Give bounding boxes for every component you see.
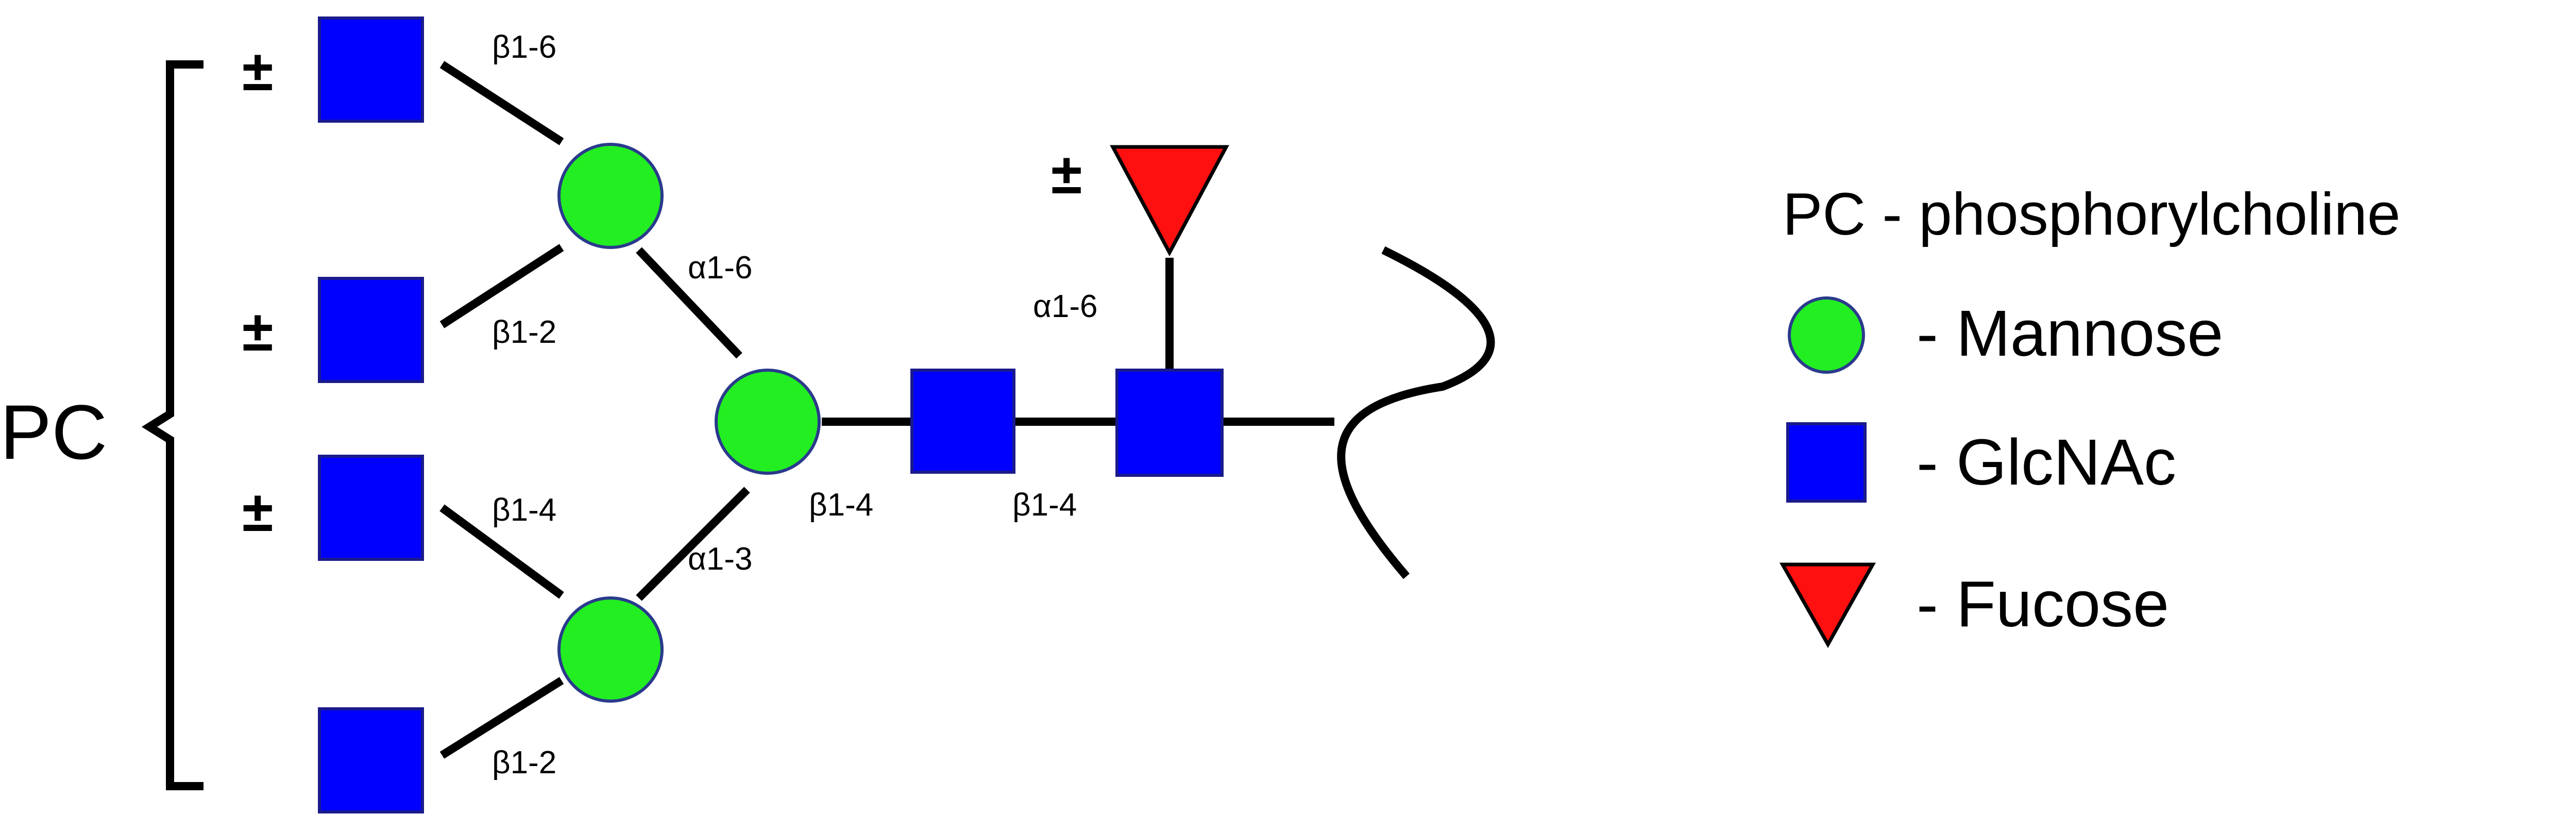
linkage-label: α1-6 bbox=[688, 250, 752, 286]
linkage-label: α1-3 bbox=[688, 541, 752, 577]
plus-minus-sign: ± bbox=[242, 300, 273, 363]
glcnac-square-icon bbox=[910, 369, 1015, 474]
pc-label: PC bbox=[0, 389, 107, 475]
bond-mannose-lower-core bbox=[636, 487, 750, 601]
bond-glcnac4-mannose-lower bbox=[439, 677, 564, 759]
glcnac-square-icon bbox=[318, 277, 424, 383]
mannose-circle-icon bbox=[557, 143, 664, 249]
linkage-label: β1-4 bbox=[809, 487, 873, 523]
mannose-circle-icon bbox=[715, 369, 821, 475]
bond-glcnac1-mannose-upper bbox=[439, 61, 564, 145]
mannose-residues bbox=[557, 143, 821, 703]
linkage-label: α1-6 bbox=[1033, 289, 1097, 324]
plus-minus-sign: ± bbox=[242, 39, 273, 103]
linkage-label: β1-2 bbox=[492, 314, 556, 350]
legend-mannose-circle-icon bbox=[1788, 296, 1865, 374]
glcnac-square-icon bbox=[1115, 369, 1224, 477]
plus-minus-sign: ± bbox=[1051, 142, 1082, 206]
linkage-label: β1-2 bbox=[492, 745, 556, 780]
linkage-label: β1-6 bbox=[492, 29, 556, 65]
protein-backbone-curve bbox=[1337, 246, 1495, 579]
linkage-label: β1-4 bbox=[492, 492, 556, 528]
bond-glcnac2-mannose-upper bbox=[439, 244, 564, 328]
plus-minus-sign: ± bbox=[242, 480, 273, 543]
glcnac-square-icon bbox=[318, 16, 424, 123]
fucose-triangle-icon bbox=[1110, 145, 1229, 257]
glcnac-square-icon bbox=[318, 707, 424, 813]
glcnac-residues bbox=[318, 16, 1224, 813]
pc-bracket bbox=[141, 60, 204, 790]
glycosidic-bonds bbox=[439, 61, 1334, 759]
legend: PC - phosphorylcholine - Mannose - GlcNA… bbox=[1779, 180, 2400, 649]
legend-glcnac-text: - GlcNAc bbox=[1917, 426, 2176, 498]
bond-glcnac3-mannose-lower bbox=[439, 504, 564, 599]
legend-glcnac-square-icon bbox=[1786, 422, 1867, 503]
mannose-circle-icon bbox=[557, 596, 664, 703]
glcnac-square-icon bbox=[318, 455, 424, 561]
legend-fucose-triangle-icon bbox=[1779, 562, 1876, 649]
legend-pc-text: PC - phosphorylcholine bbox=[1783, 180, 2400, 247]
linkage-label: β1-4 bbox=[1012, 487, 1077, 523]
legend-fucose-text: - Fucose bbox=[1917, 568, 2169, 640]
bond-mannose-upper-core bbox=[636, 247, 742, 359]
legend-mannose-text: - Mannose bbox=[1917, 297, 2223, 370]
